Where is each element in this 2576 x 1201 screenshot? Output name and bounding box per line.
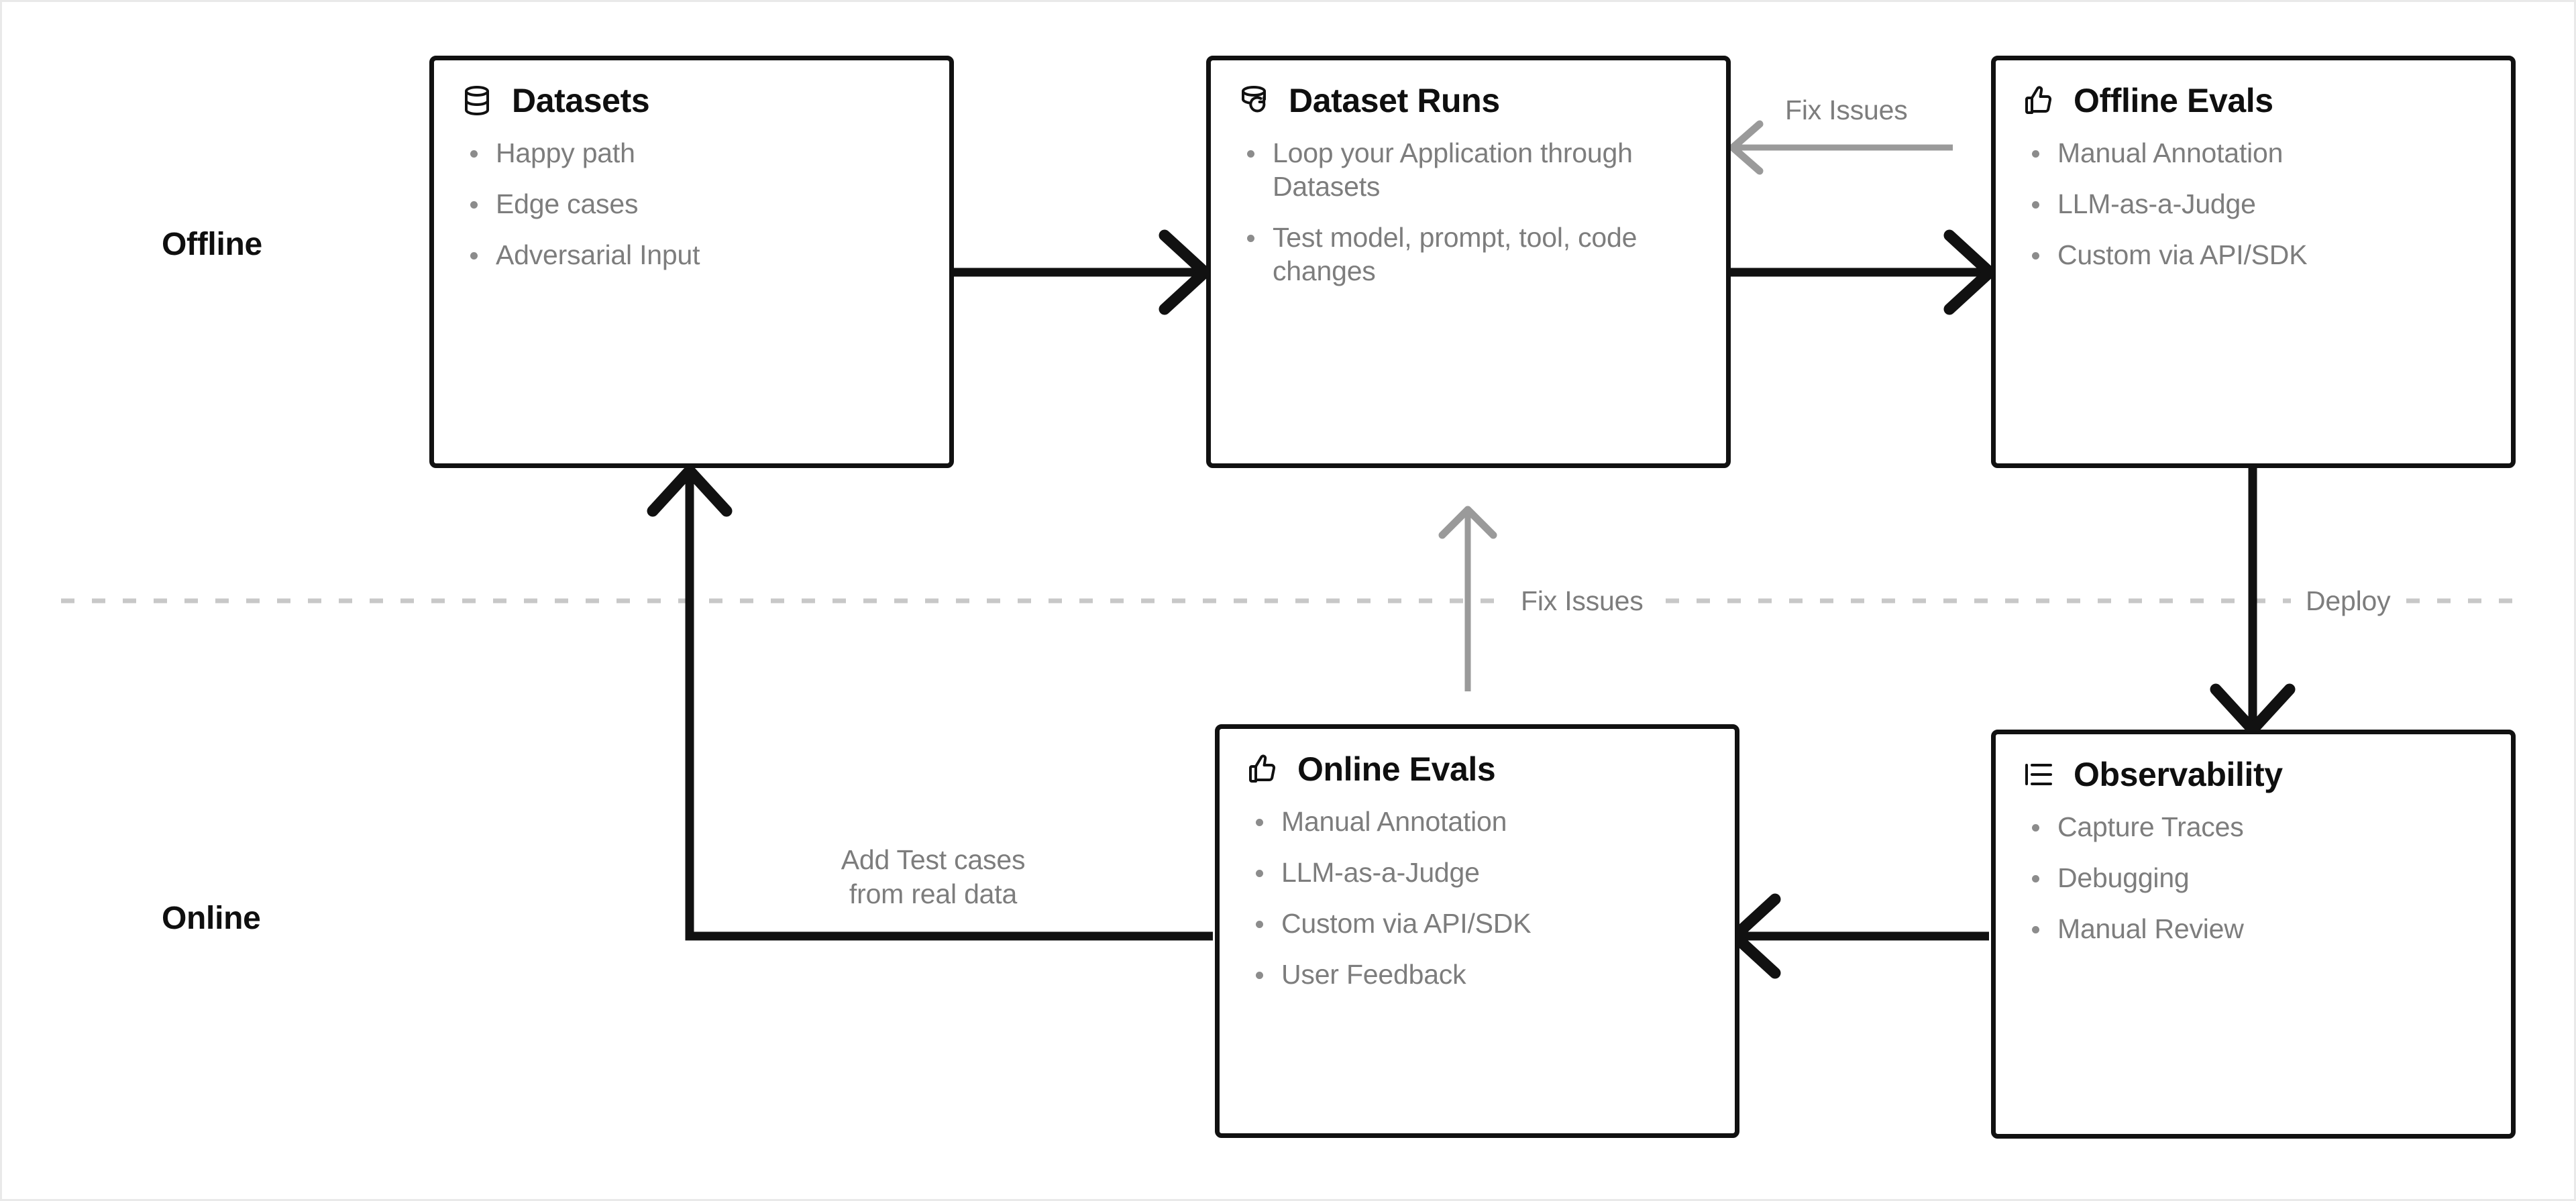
list-item: Edge cases: [465, 187, 922, 221]
list-item: Custom via API/SDK: [1250, 907, 1708, 940]
list-item: User Feedback: [1250, 958, 1708, 991]
list-item: Custom via API/SDK: [2027, 238, 2484, 272]
list-item: Loop your Application through Datasets: [1242, 136, 1699, 203]
row-label-online: Online: [162, 901, 261, 936]
node-offline-evals-title: Offline Evals: [2074, 82, 2273, 119]
node-datasets-header: Datasets: [461, 83, 922, 119]
list-item: Manual Annotation: [2027, 136, 2484, 170]
node-datasets-title: Datasets: [512, 82, 650, 119]
edge-label-fix-issues-middle: Fix Issues: [1506, 584, 1658, 618]
node-online-evals-bullets: Manual Annotation LLM-as-a-Judge Custom …: [1246, 805, 1708, 991]
database-icon: [461, 84, 493, 117]
list-tree-icon: [2023, 758, 2055, 791]
node-dataset-runs-bullets: Loop your Application through Datasets T…: [1238, 136, 1699, 288]
node-offline-evals-header: Offline Evals: [2023, 83, 2484, 119]
edge-online-evals-to-dataset-runs: [1438, 506, 1497, 691]
edge-label-fix-issues-top: Fix Issues: [1785, 95, 1908, 125]
add-test-cases-line-2: from real data: [849, 878, 1018, 909]
node-observability[interactable]: Observability Capture Traces Debugging M…: [1991, 730, 2516, 1139]
node-offline-evals[interactable]: Offline Evals Manual Annotation LLM-as-a…: [1991, 56, 2516, 468]
list-item: LLM-as-a-Judge: [1250, 856, 1708, 889]
node-online-evals[interactable]: Online Evals Manual Annotation LLM-as-a-…: [1215, 724, 1739, 1138]
thumbs-up-icon: [2023, 84, 2055, 117]
database-refresh-icon: [1238, 84, 1270, 117]
edge-offline-evals-to-dataset-runs: [1729, 120, 1953, 175]
add-test-cases-line-1: Add Test cases: [841, 844, 1026, 875]
row-label-offline: Offline: [162, 227, 262, 262]
edge-label-add-test-cases: Add Test cases from real data: [816, 843, 1051, 911]
edge-dataset-runs-to-offline-evals: [1731, 229, 1996, 315]
node-datasets[interactable]: Datasets Happy path Edge cases Adversari…: [429, 56, 954, 468]
list-item: Capture Traces: [2027, 810, 2484, 844]
node-online-evals-header: Online Evals: [1246, 752, 1708, 787]
node-dataset-runs-title: Dataset Runs: [1289, 82, 1500, 119]
edge-offline-evals-to-observability: [2210, 468, 2296, 736]
node-online-evals-title: Online Evals: [1297, 750, 1496, 788]
node-observability-title: Observability: [2074, 756, 2283, 793]
thumbs-up-icon: [1246, 753, 1279, 785]
node-offline-evals-bullets: Manual Annotation LLM-as-a-Judge Custom …: [2023, 136, 2484, 272]
node-observability-bullets: Capture Traces Debugging Manual Review: [2023, 810, 2484, 946]
edge-datasets-to-dataset-runs: [954, 229, 1211, 315]
node-dataset-runs[interactable]: Dataset Runs Loop your Application throu…: [1206, 56, 1731, 468]
edge-label-deploy: Deploy: [2291, 584, 2406, 618]
list-item: Manual Annotation: [1250, 805, 1708, 838]
list-item: Adversarial Input: [465, 238, 922, 272]
list-item: Happy path: [465, 136, 922, 170]
node-dataset-runs-header: Dataset Runs: [1238, 83, 1699, 119]
list-item: Manual Review: [2027, 912, 2484, 946]
list-item: LLM-as-a-Judge: [2027, 187, 2484, 221]
edge-observability-to-online-evals: [1729, 893, 1989, 979]
list-item: Test model, prompt, tool, code changes: [1242, 221, 1699, 288]
node-datasets-bullets: Happy path Edge cases Adversarial Input: [461, 136, 922, 272]
list-item: Debugging: [2027, 861, 2484, 895]
node-observability-header: Observability: [2023, 757, 2484, 793]
